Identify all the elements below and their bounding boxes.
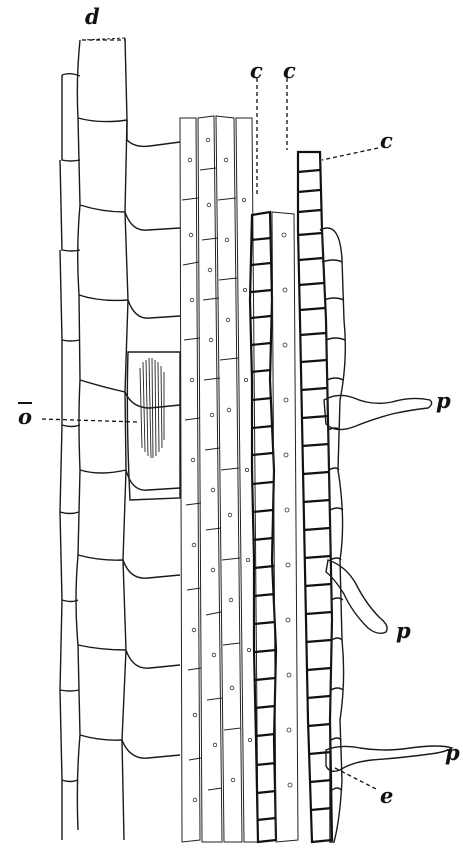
label-p-upper: p [436, 390, 451, 411]
label-d: d [85, 6, 100, 27]
process-middle [326, 560, 387, 633]
light-cell-column [272, 212, 298, 842]
label-e: e [380, 785, 393, 806]
label-p-middle: p [396, 620, 411, 641]
granular-cell-column-outer [298, 152, 332, 842]
label-c-middle: c [283, 60, 296, 81]
label-c-right: c [380, 130, 393, 151]
surface-cell-layer [320, 228, 345, 842]
process-lower [326, 746, 452, 771]
label-p-lower: p [445, 742, 460, 763]
label-o: o [18, 406, 32, 427]
label-c-left: c [250, 60, 263, 81]
elongated-cell-columns [180, 116, 258, 842]
striated-cell [127, 352, 180, 500]
